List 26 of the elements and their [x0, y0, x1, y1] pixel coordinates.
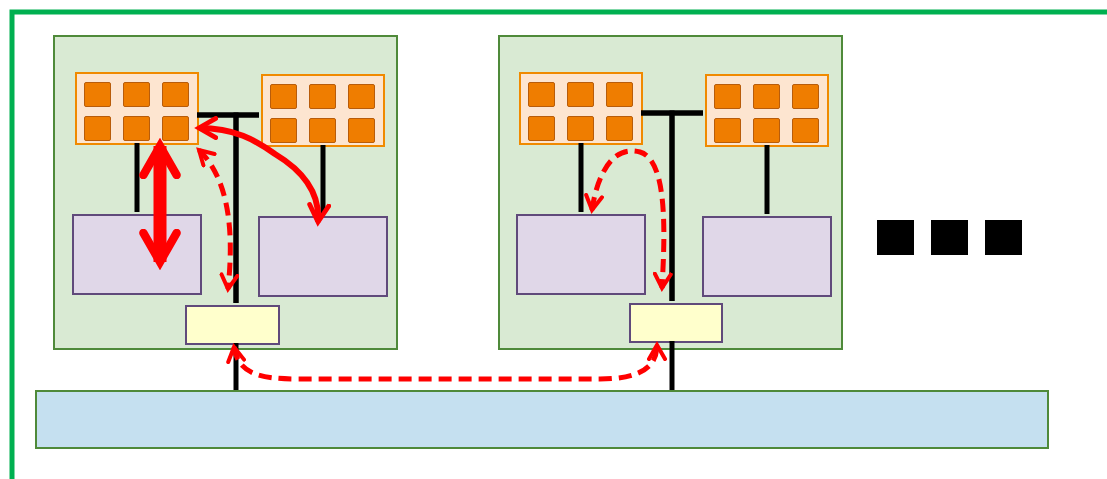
connector-line — [669, 341, 675, 390]
arrow — [196, 116, 331, 225]
connector-line — [578, 143, 584, 212]
server-panel — [53, 35, 398, 350]
connector-line — [669, 110, 703, 301]
adapter-box — [185, 305, 280, 345]
arrow — [584, 148, 673, 290]
adapter-box — [629, 303, 723, 343]
arrow — [227, 343, 667, 382]
connector-line — [764, 145, 770, 214]
processor-chip — [705, 74, 829, 147]
memory-box — [702, 216, 832, 297]
connector-line — [320, 145, 326, 214]
connector-line — [233, 112, 259, 303]
memory-box — [516, 214, 646, 295]
connector-line — [233, 343, 239, 390]
arrow — [197, 148, 240, 291]
connector-line — [134, 143, 140, 212]
memory-box — [72, 214, 202, 295]
processor-chip — [261, 74, 385, 147]
processor-chip — [75, 72, 199, 145]
network-bar — [35, 390, 1049, 449]
processor-chip — [519, 72, 643, 145]
server-panel — [498, 35, 843, 350]
arrow — [139, 141, 181, 267]
memory-box — [258, 216, 388, 297]
